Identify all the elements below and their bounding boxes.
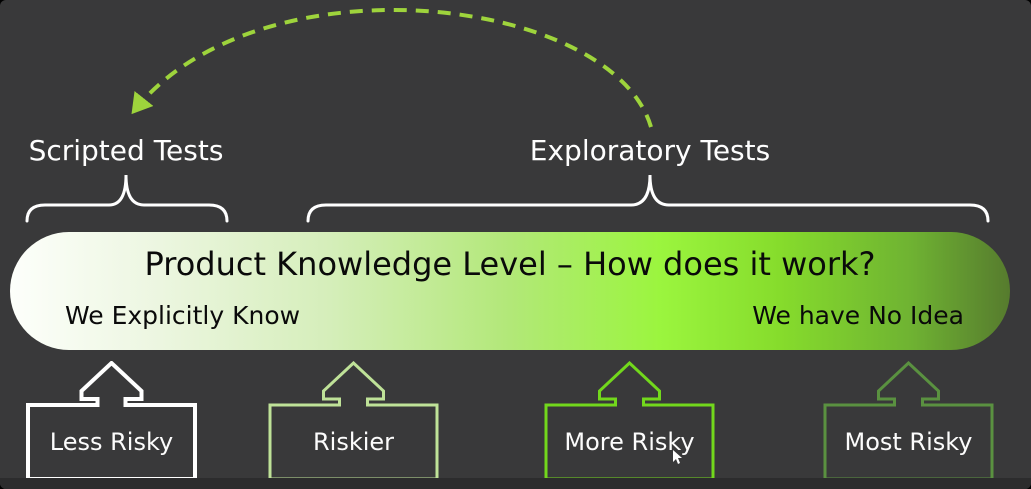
bar-caption-no-idea: We have No Idea (752, 301, 964, 330)
slide-edge-strip (0, 478, 1031, 489)
risk-label: Less Risky (49, 428, 174, 456)
risk-label: Most Risky (844, 428, 973, 456)
block-arrow-up-box-icon (823, 361, 994, 481)
block-arrow-up-box-icon (544, 361, 715, 481)
block-arrow-up-box-icon (26, 361, 197, 481)
knowledge-gradient-bar: Product Knowledge Level – How does it wo… (10, 232, 1010, 350)
block-arrow-up-box-icon (268, 361, 439, 481)
risk-box-more-risky: More Risky (544, 361, 715, 482)
scripted-brace-icon (25, 174, 229, 223)
risk-label: Riskier (312, 428, 395, 456)
bar-title: Product Knowledge Level – How does it wo… (144, 245, 876, 283)
risk-box-most-risky: Most Risky (823, 361, 994, 482)
risk-box-riskier: Riskier (268, 361, 439, 482)
risk-box-less-risky: Less Risky (26, 361, 197, 482)
bar-caption-explicitly-know: We Explicitly Know (65, 301, 301, 330)
exploratory-brace-icon (306, 174, 990, 223)
dashed-curve-arrow-icon (131, 8, 653, 128)
scripted-tests-label: Scripted Tests (28, 134, 224, 167)
exploratory-tests-label: Exploratory Tests (529, 134, 771, 167)
risk-label: More Risky (564, 428, 695, 456)
